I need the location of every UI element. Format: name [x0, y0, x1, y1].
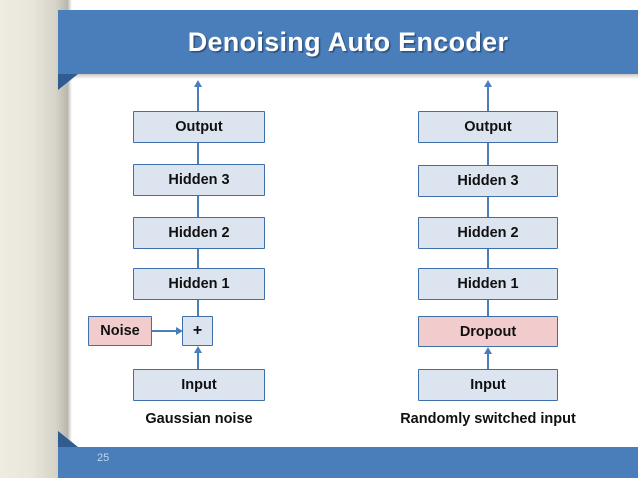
title-banner-fold-icon: [58, 74, 78, 90]
connector-right-hidden2-hidden1: [487, 249, 489, 268]
slide-title: Denoising Auto Encoder: [187, 26, 509, 57]
footer-fold-icon: [58, 431, 78, 447]
caption-left-diagram: Gaussian noise: [145, 411, 253, 427]
footer-bar: [58, 447, 638, 478]
connector-right-input-dropout-arrowhead-icon: [483, 347, 492, 354]
title-banner: [58, 10, 638, 74]
connector-left-output-hidden3: [197, 143, 199, 164]
connector-right-hidden3-hidden2: [487, 197, 489, 217]
connector-noise-adder-arrowhead-icon: [176, 326, 183, 335]
connector-noise-adder-line: [152, 330, 176, 332]
node-right-input[interactable]: Input: [418, 369, 558, 401]
node-left-hidden2[interactable]: Hidden 2: [133, 217, 265, 249]
node-right-hidden3[interactable]: Hidden 3: [418, 165, 558, 197]
connector-right-dropout-hidden1: [487, 300, 489, 316]
connector-right-input-dropout-line: [487, 354, 489, 369]
connector-left-hidden2-hidden1: [197, 249, 199, 268]
node-left-hidden3[interactable]: Hidden 3: [133, 164, 265, 196]
connector-right-output-hidden3: [487, 143, 489, 165]
left-margin-decoration: [0, 0, 68, 478]
node-left-output[interactable]: Output: [133, 111, 265, 143]
title-banner-shadow: [58, 74, 638, 79]
connector-left-input-adder-line: [197, 353, 199, 369]
node-left-input[interactable]: Input: [133, 369, 265, 401]
slide-number: 25: [97, 452, 110, 464]
caption-right-diagram: Randomly switched input: [400, 411, 576, 427]
connector-right-output-top-line: [487, 84, 489, 111]
node-left-adder[interactable]: +: [182, 316, 213, 346]
connector-left-hidden3-hidden2: [197, 196, 199, 217]
node-right-output[interactable]: Output: [418, 111, 558, 143]
node-right-dropout[interactable]: Dropout: [418, 316, 558, 347]
left-margin-shadow: [68, 0, 72, 478]
connector-left-adder-hidden1: [197, 300, 199, 316]
connector-left-input-adder-arrowhead-icon: [193, 346, 202, 353]
node-left-hidden1[interactable]: Hidden 1: [133, 268, 265, 300]
connector-right-output-top-arrowhead-icon: [483, 80, 492, 87]
connector-output-top-arrowhead-icon: [193, 80, 202, 87]
node-left-noise[interactable]: Noise: [88, 316, 152, 346]
node-right-hidden1[interactable]: Hidden 1: [418, 268, 558, 300]
node-right-hidden2[interactable]: Hidden 2: [418, 217, 558, 249]
connector-output-top-line: [197, 84, 199, 111]
